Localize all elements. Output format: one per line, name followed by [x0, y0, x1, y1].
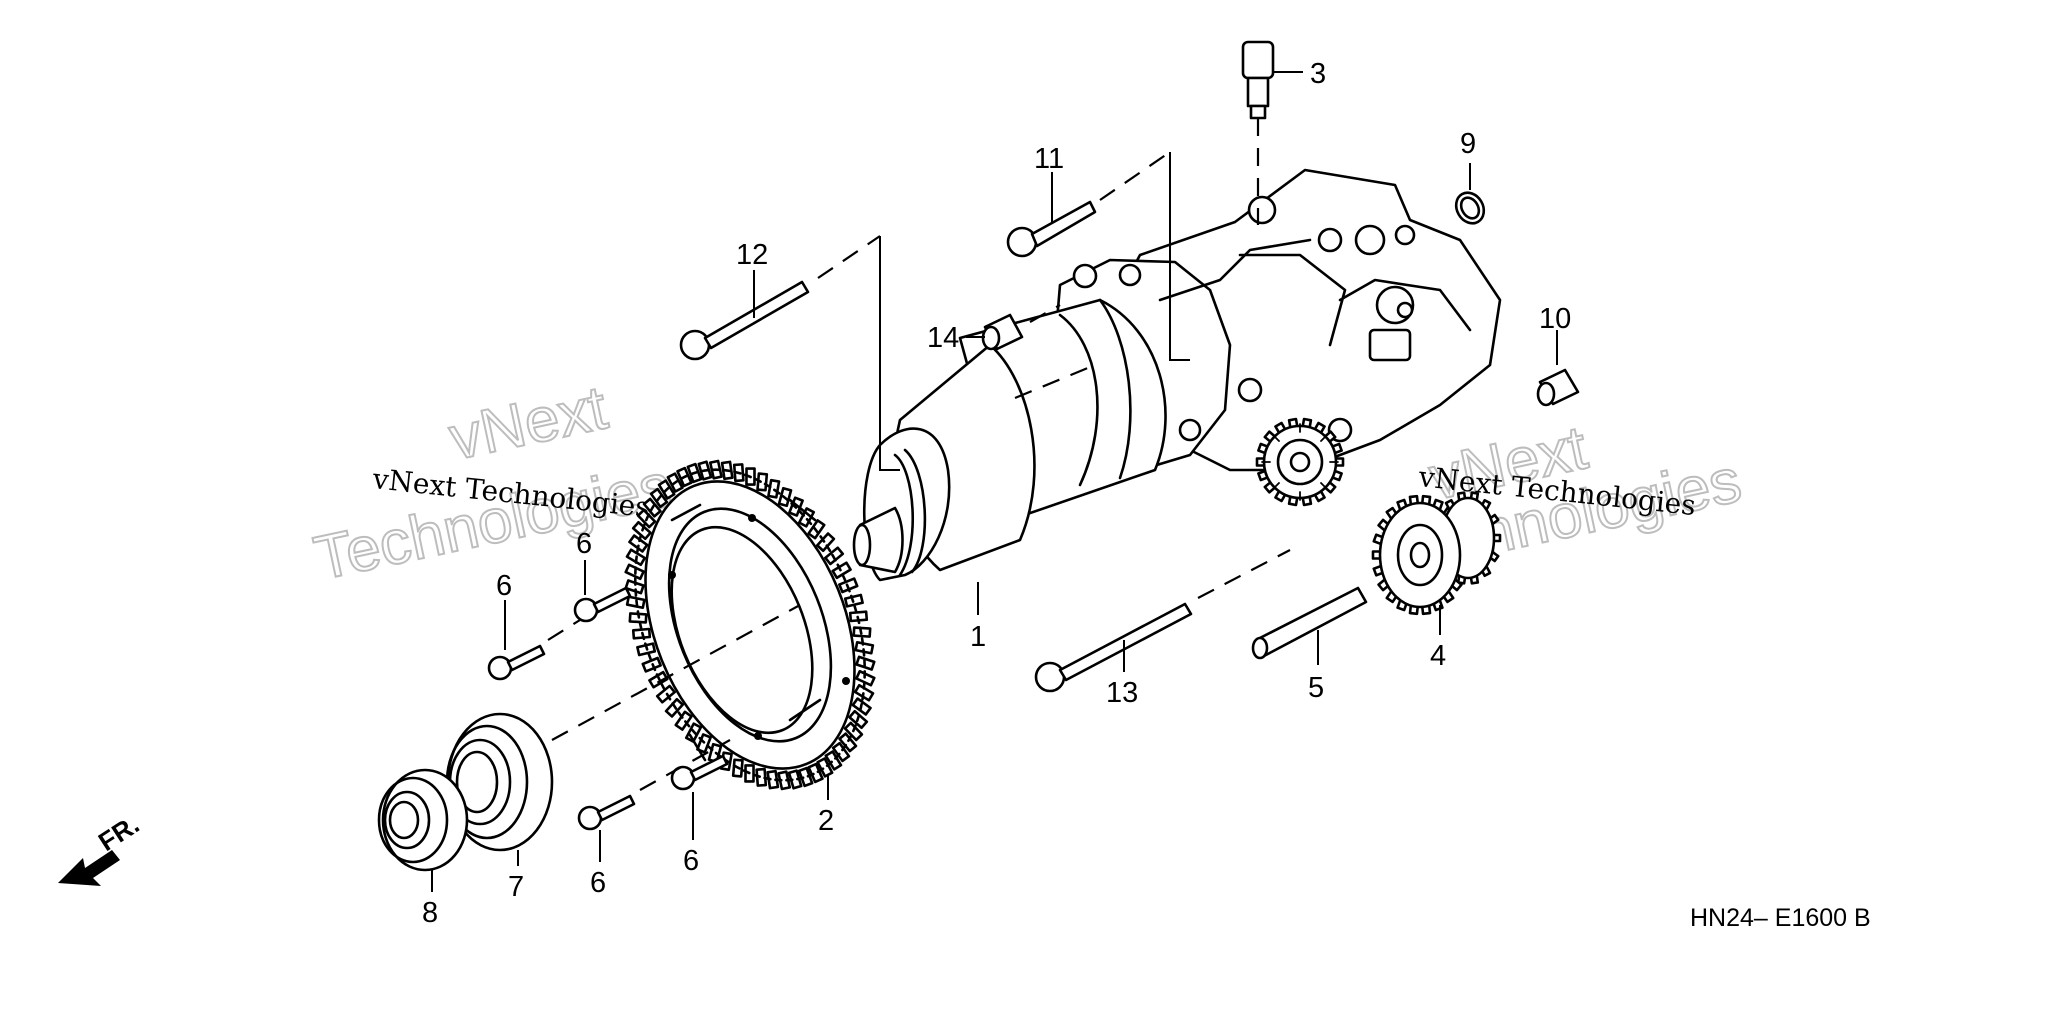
watermark-left: vNext Technologies vNext Technologies: [308, 372, 678, 594]
part-10-dowel: [1536, 368, 1580, 407]
part-11-bolt: [1006, 200, 1097, 258]
part-6-screw: [487, 644, 546, 681]
callout-10: 10: [1539, 303, 1571, 335]
callout-14: 14: [927, 322, 959, 354]
part-1-housing: [852, 168, 1502, 582]
callout-9: 9: [1460, 128, 1476, 160]
callout-12: 12: [736, 239, 768, 271]
part-6-screw: [577, 794, 636, 831]
callout-7: 7: [508, 871, 524, 903]
callout-1: 1: [970, 621, 986, 653]
front-label: FR.: [93, 809, 144, 857]
part-3-sensor: [1241, 40, 1275, 225]
part-5-shaft: [1251, 586, 1368, 660]
part-6-screw: [573, 586, 632, 623]
callout-2: 2: [818, 805, 834, 837]
gear-tooth: [767, 478, 781, 499]
part-12-bolt: [679, 280, 810, 361]
part-8-bearing: [377, 768, 469, 872]
diagram-code: HN24– E1600 B: [1690, 904, 1871, 932]
watermark-brand-bottom: Technologies: [309, 451, 677, 594]
callout-6-a: 6: [496, 570, 512, 602]
part-4-gear: [1371, 491, 1502, 616]
part-13-bolt: [1034, 602, 1193, 693]
watermark-brand-top: vNext: [444, 373, 613, 473]
callout-8: 8: [422, 897, 438, 929]
callout-5: 5: [1308, 672, 1324, 704]
part-9-o-ring: [1454, 191, 1486, 225]
part-2-ring-gear: [624, 459, 876, 791]
callout-4: 4: [1430, 640, 1446, 672]
callout-6-d: 6: [683, 845, 699, 877]
callout-6-b: 6: [576, 528, 592, 560]
callout-6-c: 6: [590, 867, 606, 899]
front-direction-arrow: FR.: [58, 809, 144, 886]
assembly-lines: [547, 151, 1291, 791]
callout-3: 3: [1310, 58, 1326, 90]
callout-11: 11: [1034, 143, 1064, 175]
part-6-screw: [670, 754, 729, 791]
callouts: 1 2 3 4 5 6 6 6 6 7 8 9 10 11 12 13 14: [422, 58, 1571, 929]
callout-13: 13: [1106, 677, 1138, 709]
housing-drive-gear: [1255, 417, 1345, 507]
